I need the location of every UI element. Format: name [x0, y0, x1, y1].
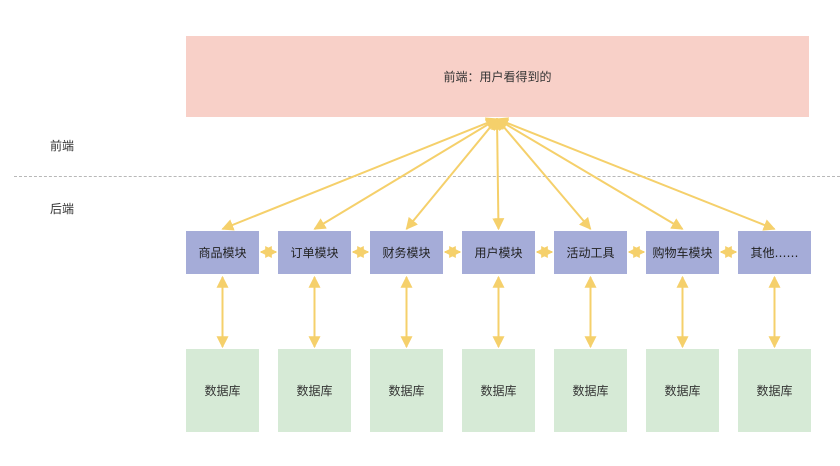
- module-product: 商品模块: [186, 231, 259, 274]
- database-label: 数据库: [664, 384, 701, 398]
- frontend-to-module-arrow-0: [221, 117, 499, 231]
- frontend-to-module-arrow-6: [495, 117, 776, 231]
- module-cart-label: 购物车模块: [652, 246, 713, 260]
- module-order-label: 订单模块: [290, 246, 339, 260]
- database-label: 数据库: [296, 384, 333, 398]
- module-other-label: 其他……: [750, 246, 799, 260]
- frontend-label: 前端：用户看得到的: [443, 70, 552, 84]
- frontend-to-module-arrow-2: [405, 118, 498, 230]
- database-activity-tools: 数据库: [554, 349, 627, 432]
- module-activity-tools-label: 活动工具: [566, 246, 615, 260]
- database-cart: 数据库: [646, 349, 719, 432]
- module-finance-label: 财务模块: [382, 246, 431, 260]
- database-product: 数据库: [186, 349, 259, 432]
- module-user-label: 用户模块: [474, 246, 523, 260]
- frontend-to-module-arrow-4: [496, 118, 592, 230]
- database-order: 数据库: [278, 349, 351, 432]
- frontend-to-module-arrow-5: [495, 118, 684, 230]
- database-label: 数据库: [572, 384, 609, 398]
- section-label-frontend: 前端: [50, 139, 75, 153]
- module-order: 订单模块: [278, 231, 351, 274]
- section-label-backend: 后端: [50, 202, 75, 216]
- frontend-box: 前端：用户看得到的: [186, 36, 809, 117]
- module-product-label: 商品模块: [198, 246, 247, 260]
- module-cart: 购物车模块: [646, 231, 719, 274]
- frontend-to-module-arrow-3: [491, 117, 505, 231]
- database-user: 数据库: [462, 349, 535, 432]
- module-activity-tools: 活动工具: [554, 231, 627, 274]
- database-label: 数据库: [756, 384, 793, 398]
- module-finance: 财务模块: [370, 231, 443, 274]
- database-label: 数据库: [204, 384, 241, 398]
- database-other: 数据库: [738, 349, 811, 432]
- frontend-to-module-arrow-1: [313, 118, 499, 230]
- database-label: 数据库: [480, 384, 517, 398]
- database-finance: 数据库: [370, 349, 443, 432]
- database-label: 数据库: [388, 384, 425, 398]
- module-other: 其他……: [738, 231, 811, 274]
- module-user: 用户模块: [462, 231, 535, 274]
